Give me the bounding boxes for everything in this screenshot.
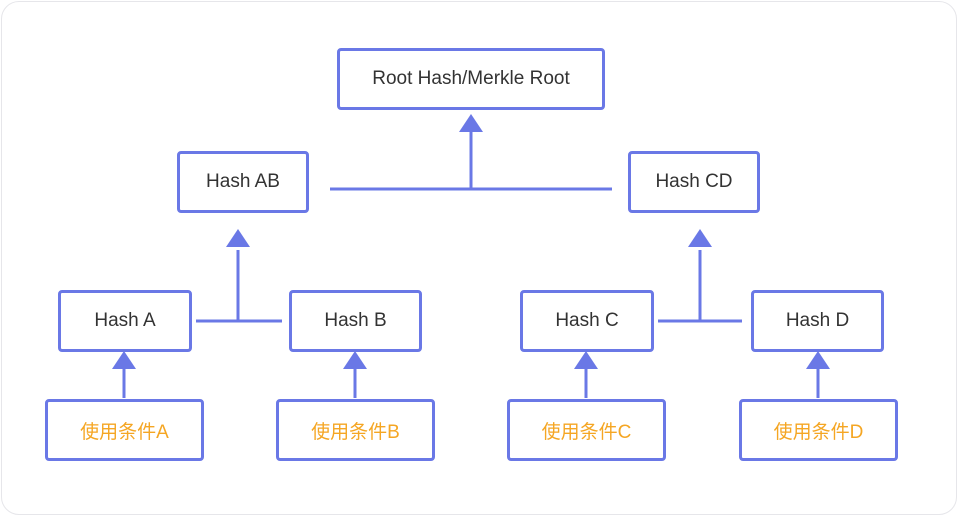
- arrowhead-root: [459, 114, 483, 132]
- root-hash-node: Root Hash/Merkle Root: [337, 48, 605, 110]
- leaf-condition-d-node: 使用条件D: [739, 399, 898, 461]
- leaf-condition-c-node: 使用条件C: [507, 399, 666, 461]
- arrowhead-hash-b: [343, 351, 367, 369]
- arrowhead-hash-a: [112, 351, 136, 369]
- leaf-condition-a-node: 使用条件A: [45, 399, 204, 461]
- arrowhead-hash-cd: [688, 229, 712, 247]
- arrowhead-hash-ab: [226, 229, 250, 247]
- arrowhead-hash-d: [806, 351, 830, 369]
- hash-c-node: Hash C: [520, 290, 654, 352]
- hash-d-node: Hash D: [751, 290, 884, 352]
- hash-ab-node: Hash AB: [177, 151, 309, 213]
- hash-b-node: Hash B: [289, 290, 422, 352]
- hash-cd-node: Hash CD: [628, 151, 760, 213]
- hash-a-node: Hash A: [58, 290, 192, 352]
- leaf-condition-b-node: 使用条件B: [276, 399, 435, 461]
- arrowhead-hash-c: [574, 351, 598, 369]
